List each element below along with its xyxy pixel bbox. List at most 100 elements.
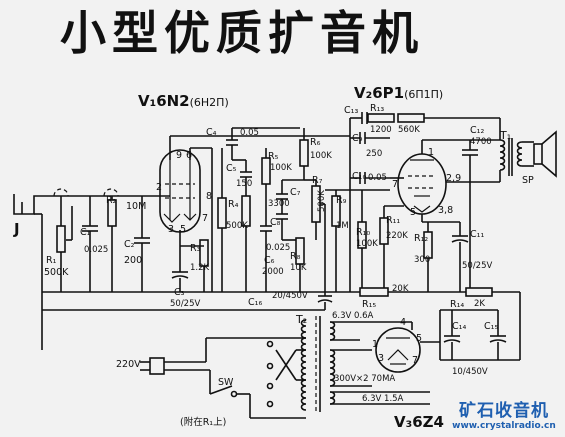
output-transformer (499, 138, 523, 176)
watermark-url: www.crystalradio.cn (452, 421, 556, 431)
r8-value: 10K (290, 263, 307, 273)
input-jack (13, 194, 170, 292)
v2-alt-type: (6П1П) (404, 88, 444, 101)
r13-value-a: 1200 (370, 125, 392, 135)
r2-label: R₂ (106, 195, 117, 206)
r9-value: 1M (336, 221, 349, 231)
r6-label: R₆ (310, 137, 321, 148)
v3-label: V₃6Z4 (394, 415, 444, 430)
r11-label: R₁₁ (386, 215, 401, 226)
page-title: 小型优质扩音机 (60, 6, 424, 60)
r14-value: 2K (474, 299, 485, 309)
c10-label: C₁₀ (352, 171, 367, 182)
v3-pin-5: 5 (416, 333, 423, 344)
v1-alt-type: (6H2П) (189, 96, 229, 109)
t1-label: T₁ (500, 129, 512, 142)
c1-label: C₁ (80, 227, 91, 238)
r6-value: 100K (310, 151, 332, 161)
v1-pin-6: 6 (186, 150, 193, 161)
c9-value: 250 (366, 149, 383, 159)
v3-ref: V₃ (394, 413, 413, 431)
v2-pin-2-9: 2,9 (446, 173, 462, 184)
speaker-label: SP (522, 175, 534, 186)
r12-value: 300 (414, 255, 431, 265)
v3-pin-4: 4 (400, 317, 407, 328)
c6-value: 2000 (262, 267, 284, 277)
r1-potentiometer (56, 225, 66, 253)
c15-label: C₁₅ (484, 321, 499, 332)
v1-ref: V₁ (138, 92, 157, 110)
c3-value: 50/25V (170, 299, 201, 309)
v3-rectifier-tube (375, 327, 421, 373)
v1-pin-8: 8 (206, 191, 213, 202)
c9-label: C₉ (352, 133, 363, 144)
v2-ref: V₂ (354, 84, 373, 102)
v1-tube (159, 149, 201, 233)
r1-label: R₁ (46, 255, 57, 266)
v1-type: 6N2 (156, 92, 190, 110)
switch-label: SW (218, 377, 234, 388)
v2-pin-5: 5 (410, 207, 417, 218)
secondary-6v3-06a: 6.3V 0.6A (332, 311, 374, 321)
jack-label: J (14, 220, 20, 238)
speaker-icon (533, 130, 557, 178)
r3-label: R₃ (190, 243, 201, 254)
c5-value: 150 (236, 179, 253, 189)
c4-value: 0.05 (240, 128, 259, 138)
c2-label: C₂ (124, 239, 135, 250)
v1-pin-3: 3 (168, 224, 175, 235)
r4-label: R₄ (228, 199, 239, 210)
c2-value: 200 (124, 255, 143, 266)
c7-value: 3300 (268, 199, 290, 209)
c7-label: C₇ (290, 187, 301, 198)
r15-value: 20K (392, 284, 409, 294)
c16-value: 20/450V (272, 291, 308, 301)
r2-value: 10M (126, 201, 147, 212)
c4-label: C₄ (206, 127, 217, 138)
c16-label: C₁₆ (248, 297, 263, 308)
r15-label: R₁₅ (362, 299, 377, 310)
r5-value: 100K (270, 163, 292, 173)
r5-label: R₅ (268, 151, 279, 162)
v2-type: 6P1 (372, 84, 405, 102)
r8-label: R₈ (290, 251, 301, 262)
power-transformer (300, 316, 336, 412)
v2-label: V₂6P1(6П1П) (354, 86, 443, 101)
switch-note: (附在R₁上) (180, 417, 227, 428)
c12-value: 4700 (470, 137, 492, 147)
r10-value: 100K (356, 239, 378, 249)
v3-type: 6Z4 (412, 413, 444, 431)
v1-pin-7: 7 (202, 213, 209, 224)
r7-value: 500K (317, 190, 327, 212)
secondary-300v-70ma: 300V×2 70MA (334, 374, 396, 384)
r4-value: 500K (226, 221, 248, 231)
watermark-name: 矿石收音机 (459, 401, 549, 421)
r13-value-b: 560K (398, 125, 420, 135)
mains-plug-icon (140, 357, 165, 375)
mains-voltage: 220V (116, 359, 141, 370)
r3-value: 1.2K (190, 263, 210, 273)
v1-label: V₁6N2(6H2П) (138, 94, 229, 109)
v1-pin-5: 5 (180, 224, 187, 235)
c14-c15-value: 10/450V (452, 367, 488, 377)
c6-label: C₆ (264, 255, 275, 266)
r14-label: R₁₄ (450, 299, 465, 310)
v3-pin-3: 3 (378, 353, 385, 364)
v2-pin-3-8: 3,8 (438, 205, 454, 216)
c14-label: C₁₄ (452, 321, 467, 332)
v3-pin-1: 1 (372, 339, 379, 350)
c8-value: 0.025 (266, 243, 291, 253)
c12-label: C₁₂ (470, 125, 485, 136)
c11-label: C₁₁ (470, 229, 485, 240)
r7-label: R₇ (312, 175, 323, 186)
c11-value: 50/25V (462, 261, 493, 271)
r1-value: 500K (44, 267, 69, 278)
c1-value: 0.025 (84, 245, 109, 255)
r12-label: R₁₂ (414, 233, 429, 244)
r13-label: R₁₃ (370, 103, 385, 114)
t2-label: T₂ (296, 313, 308, 326)
r11-value: 220K (386, 231, 408, 241)
c8-label: C₈ (270, 217, 281, 228)
v2-pin-1: 1 (428, 147, 435, 158)
